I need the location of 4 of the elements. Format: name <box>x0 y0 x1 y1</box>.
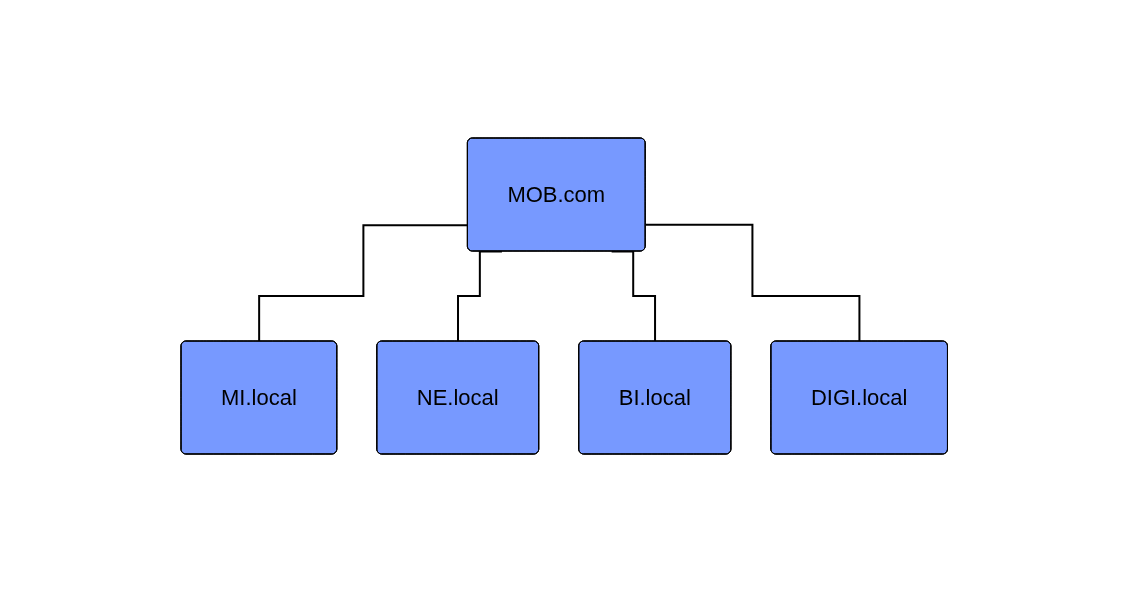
connector <box>456 250 503 342</box>
connector <box>644 223 861 342</box>
connector <box>610 250 657 342</box>
connector <box>257 223 469 342</box>
